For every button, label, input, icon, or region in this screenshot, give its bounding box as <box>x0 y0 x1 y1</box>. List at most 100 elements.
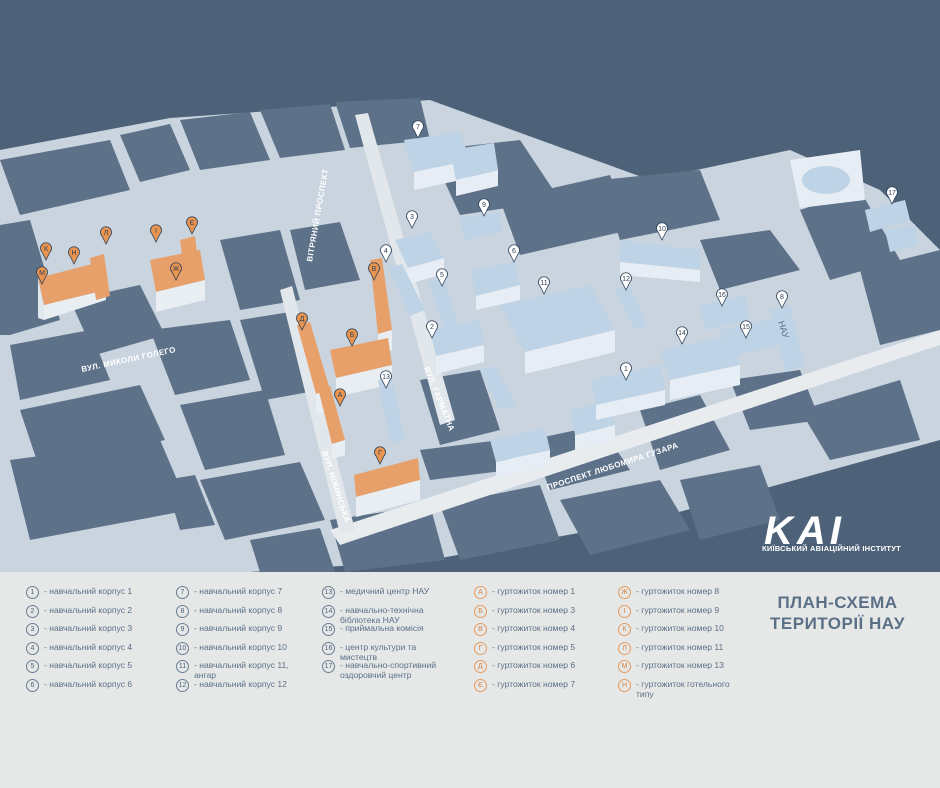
legend-label: - навчально-спортивний оздоровчий центр <box>340 660 437 680</box>
map-pin-label: 2 <box>430 324 434 331</box>
legend-item: 12- навчальний корпус 12 <box>176 678 324 692</box>
map-pin: 3 <box>406 210 418 229</box>
legend-label: - гуртожиток готельного типу <box>636 678 730 699</box>
map-pin: 1 <box>620 362 632 381</box>
map-pin-marker <box>508 244 520 263</box>
map-pin-label: 14 <box>678 330 686 337</box>
legend-badge: 1 <box>26 586 39 599</box>
map-pin-marker <box>412 120 424 139</box>
legend-item: Л- гуртожиток номер 11 <box>618 641 766 655</box>
legend-item: 11- навчальний корпус 11, ангар <box>176 660 324 680</box>
legend-item: Н - гуртожиток готельного типу <box>618 678 766 699</box>
map-pin-marker <box>170 262 182 281</box>
campus-map: ВІТРЯНИЙ ПРОСПЕКТ ВУЛ. МИКОЛИ ГОЛЕГО ВУЛ… <box>0 98 940 572</box>
legend-badge: Г <box>474 641 487 655</box>
map-pin-label: Д <box>300 316 305 323</box>
legend-item: Є - гуртожиток номер 7 <box>474 678 622 692</box>
legend-label: - гуртожиток номер 4 <box>492 623 576 633</box>
map-pin: 11 <box>538 276 550 295</box>
legend-badge: 6 <box>26 678 39 692</box>
map-pin: 7 <box>412 120 424 139</box>
legend-badge: 10 <box>176 641 189 655</box>
legend-item: І- гуртожиток номер 9 <box>618 604 766 618</box>
map-pin: А <box>334 388 346 407</box>
map-pin-label: 1 <box>624 366 628 373</box>
legend-badge: К <box>618 623 631 636</box>
legend-badge: Л <box>618 641 631 655</box>
legend-label: - гуртожиток номер 1 <box>492 586 576 596</box>
legend-item: 16- центр культури та мистецтв <box>322 641 470 662</box>
legend-item: Д- гуртожиток номер 6 <box>474 660 622 673</box>
map-pin: Д <box>296 312 308 331</box>
legend-label: - навчальний корпус 4 <box>44 641 133 652</box>
map-pin-marker <box>620 362 632 381</box>
legend-label: - гуртожиток номер 10 <box>636 623 724 633</box>
map-pin: 9 <box>478 198 490 217</box>
map-pin: 6 <box>508 244 520 263</box>
legend-badge: М <box>618 660 631 673</box>
legend-item: 13- медичний центр НАУ <box>322 586 470 599</box>
avenue-huzara <box>330 330 940 545</box>
city-blocks <box>0 98 940 572</box>
map-pin: 12 <box>620 272 632 291</box>
map-pin-label: Ж <box>173 266 180 273</box>
legend-item: 6- навчальний корпус 6 <box>26 678 174 692</box>
legend-item: 15 - приймальна комісія <box>322 623 470 636</box>
legend-label: - гуртожиток номер 6 <box>492 660 576 670</box>
map-pin-marker <box>296 312 308 331</box>
legend-badge: 2 <box>26 604 39 618</box>
map-pin-marker <box>676 326 688 345</box>
legend-badge: Н <box>618 678 631 692</box>
map-pin-marker <box>346 328 358 347</box>
legend-label: - гуртожиток номер 9 <box>636 604 720 615</box>
map-pin-label: 4 <box>384 248 388 255</box>
legend-item: Б - гуртожиток номер 3 <box>474 604 622 618</box>
map-pin-marker <box>436 268 448 287</box>
legend-label: - гуртожиток номер 3 <box>492 604 576 615</box>
legend-badge: 15 <box>322 623 335 636</box>
map-pin-label: 16 <box>718 292 726 299</box>
legend-badge: 13 <box>322 586 335 599</box>
map-pin-label: Г <box>378 450 382 457</box>
legend-item: Ж- гуртожиток номер 8 <box>618 586 766 599</box>
legend-badge: Б <box>474 604 487 618</box>
legend-label: - навчальний корпус 7 <box>194 586 283 596</box>
map-pin-label: 12 <box>622 276 630 283</box>
map-pin-marker <box>40 242 52 261</box>
legend-item: А - гуртожиток номер 1 <box>474 586 622 599</box>
legend-item: Г- гуртожиток номер 5 <box>474 641 622 655</box>
map-pin-marker <box>776 290 788 309</box>
legend-label: - навчальний корпус 5 <box>44 660 133 670</box>
legend-badge: Є <box>474 678 487 692</box>
map-pin-label: 17 <box>888 190 896 197</box>
kai-logo: KAI <box>764 510 841 553</box>
map-pin-label: М <box>39 270 45 277</box>
map-pin-label: 8 <box>780 294 784 301</box>
legend-badge: 3 <box>26 623 39 636</box>
legend-badge: А <box>474 586 487 599</box>
map-pin-marker <box>426 320 438 339</box>
legend-label: - навчальний корпус 3 <box>44 623 133 633</box>
map-pin-label: В <box>372 266 377 273</box>
legend-item: 7- навчальний корпус 7 <box>176 586 324 599</box>
legend-label: - гуртожиток номер 7 <box>492 678 576 689</box>
map-pin: Н <box>68 246 80 265</box>
map-pin-label: Б <box>350 332 355 339</box>
map-pin: 8 <box>776 290 788 309</box>
legend-item: 17- навчально-спортивний оздоровчий цент… <box>322 660 470 680</box>
map-pin-label: К <box>44 246 49 253</box>
map-pin-label: Н <box>71 250 76 257</box>
map-pin-marker <box>100 226 112 245</box>
map-pin-marker <box>380 370 392 389</box>
map-pin-label: 6 <box>512 248 516 255</box>
map-pin: 10 <box>656 222 668 241</box>
legend-item: 9- навчальний корпус 9 <box>176 623 324 636</box>
map-pin: Є <box>186 216 198 235</box>
map-pin-label: 13 <box>382 374 390 381</box>
map-pin: 2 <box>426 320 438 339</box>
legend-badge: 5 <box>26 660 39 673</box>
legend-label: - приймальна комісія <box>340 623 424 633</box>
legend-item: 3 - навчальний корпус 3 <box>26 623 174 636</box>
